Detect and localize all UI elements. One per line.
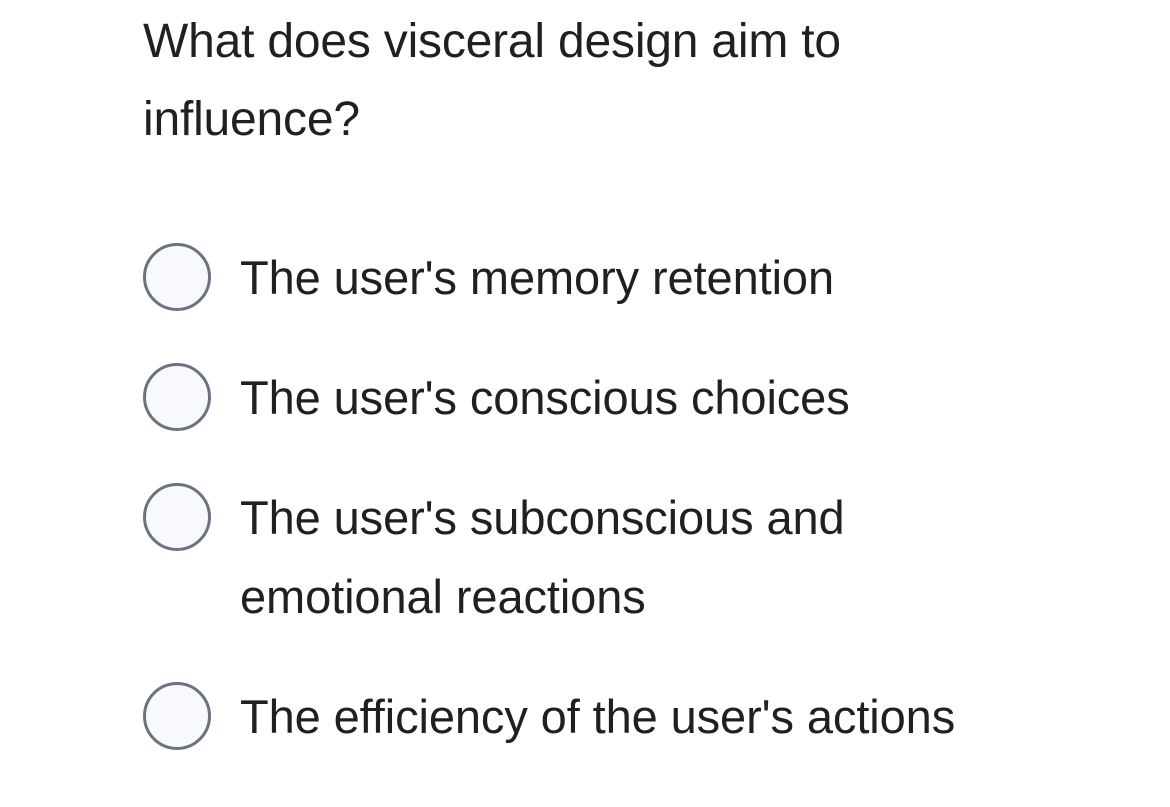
radio-button-icon-b[interactable]: [143, 363, 211, 431]
answer-option-c[interactable]: The user's subconscious and emotional re…: [143, 478, 1003, 636]
answer-option-d[interactable]: The efficiency of the user's actions: [143, 677, 1003, 756]
answer-options-list: The user's memory retention The user's c…: [143, 238, 1003, 756]
answer-option-label-d: The efficiency of the user's actions: [240, 690, 956, 743]
radio-button-icon-d[interactable]: [143, 682, 211, 750]
answer-option-label-a: The user's memory retention: [240, 251, 835, 304]
answer-option-b[interactable]: The user's conscious choices: [143, 358, 1003, 437]
answer-option-a[interactable]: The user's memory retention: [143, 238, 1003, 317]
question-prompt: What does visceral design aim to influen…: [143, 15, 841, 146]
radio-button-icon-a[interactable]: [143, 243, 211, 311]
radio-button-icon-c[interactable]: [143, 483, 211, 551]
answer-option-label-c: The user's subconscious and emotional re…: [240, 491, 845, 623]
answer-option-label-b: The user's conscious choices: [240, 371, 850, 424]
